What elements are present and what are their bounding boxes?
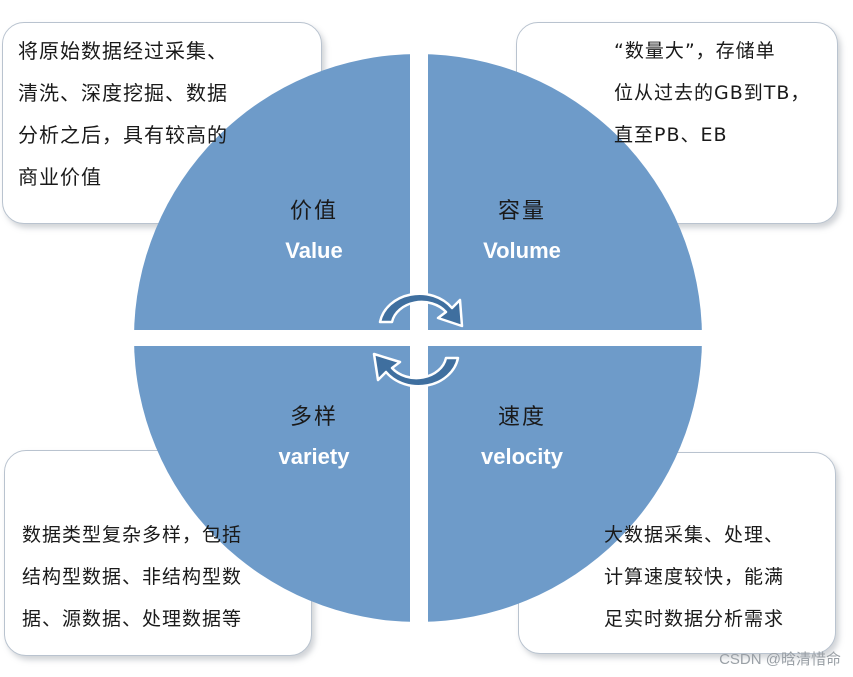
text-variety-description: 数据类型复杂多样，包括 结构型数据、非结构型数 据、源数据、处理数据等 [22, 524, 243, 630]
label-velocity-zh: 速度 [497, 405, 546, 430]
label-value-en: Value [285, 238, 343, 263]
label-velocity-en: velocity [481, 444, 563, 469]
label-variety-en: variety [278, 444, 350, 469]
text-velocity-description: 大数据采集、处理、 计算速度较快，能满 足实时数据分析需求 [604, 524, 785, 630]
label-variety: 多样 variety [234, 404, 394, 472]
label-volume-en: Volume [483, 238, 561, 263]
watermark: CSDN @晗清惜命 [719, 651, 841, 668]
label-variety-zh: 多样 [289, 405, 338, 430]
text-value-description: 将原始数据经过采集、 清洗、深度挖掘、数据 分析之后，具有较高的 商业价值 [18, 39, 228, 189]
label-value-zh: 价值 [289, 199, 338, 224]
cycle-arrow-bottom-icon [372, 352, 460, 388]
label-volume: 容量 Volume [442, 198, 602, 266]
label-value: 价值 Value [234, 198, 394, 266]
text-volume-description: “数量大”，存储单 位从过去的GB到TB， 直至PB、EB [614, 40, 811, 146]
label-volume-zh: 容量 [497, 199, 546, 224]
label-velocity: 速度 velocity [442, 404, 602, 472]
cycle-arrow-top-icon [378, 292, 464, 328]
